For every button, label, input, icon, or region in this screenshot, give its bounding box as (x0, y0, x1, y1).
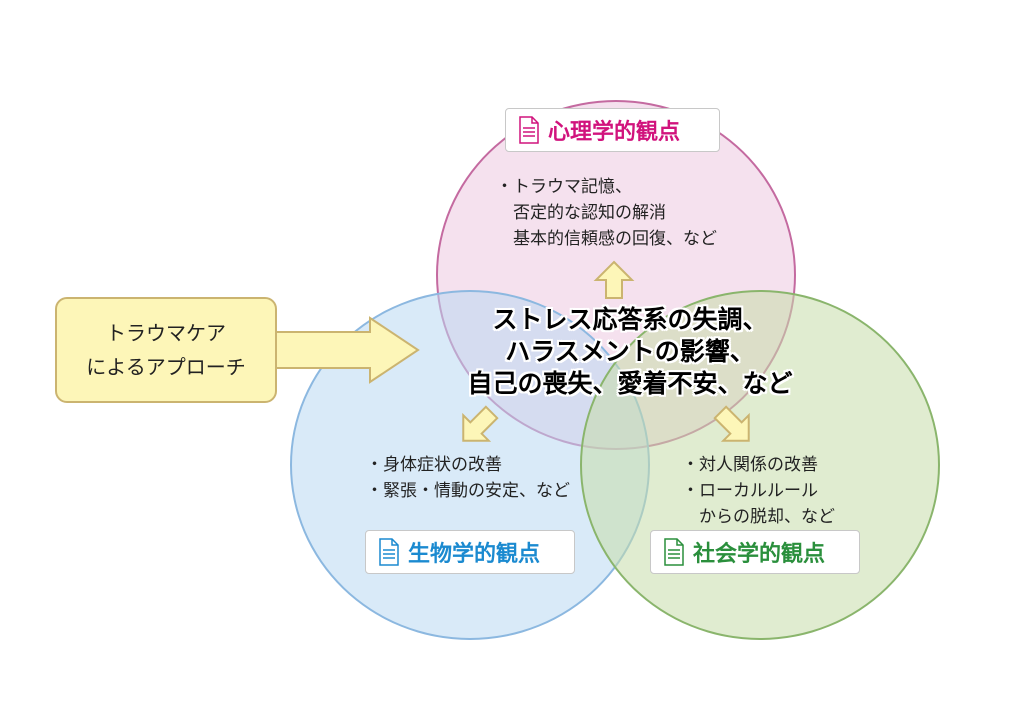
document-icon (664, 538, 684, 566)
down-left-arrow (462, 405, 499, 442)
approach-line: によるアプローチ (86, 355, 246, 379)
social-label: 社会学的観点 (650, 530, 860, 574)
document-icon (519, 116, 539, 144)
center-line: ストレス応答系の失調、 (492, 305, 768, 334)
document-icon (379, 538, 399, 566)
center-line: ハラスメントの影響、 (505, 337, 755, 366)
social-circle (580, 290, 940, 640)
list-item: からの脱却、など (682, 507, 835, 527)
approach-line: トラウマケア (106, 321, 226, 345)
psychological-title: 心理学的観点 (548, 120, 681, 145)
down-right-arrow (713, 405, 750, 442)
psychological-label: 心理学的観点 (505, 108, 720, 152)
approach-box: トラウマケア によるアプローチ (55, 297, 277, 403)
list-item: 基本的信頼感の回復、など (496, 229, 717, 249)
social-items: ・対人関係の改善 ・ローカルルール からの脱却、など (682, 452, 835, 530)
list-item: ・トラウマ記憶、 (496, 177, 632, 197)
biological-label: 生物学的観点 (365, 530, 575, 574)
list-item: ・ローカルルール (682, 481, 818, 501)
list-item: ・対人関係の改善 (682, 455, 818, 475)
list-item: ・身体症状の改善 (366, 455, 502, 475)
biological-title: 生物学的観点 (408, 542, 541, 567)
social-title: 社会学的観点 (693, 542, 826, 567)
approach-arrow (275, 316, 420, 384)
psychological-items: ・トラウマ記憶、 否定的な認知の解消 基本的信頼感の回復、など (496, 174, 717, 252)
list-item: 否定的な認知の解消 (496, 203, 666, 223)
list-item: ・緊張・情動の安定、など (366, 481, 570, 501)
up-arrow (593, 260, 635, 299)
center-line: 自己の喪失、愛着不安、など (467, 369, 793, 398)
biological-items: ・身体症状の改善 ・緊張・情動の安定、など (366, 452, 570, 504)
center-issues: ストレス応答系の失調、 ハラスメントの影響、 自己の喪失、愛着不安、など (410, 304, 850, 400)
